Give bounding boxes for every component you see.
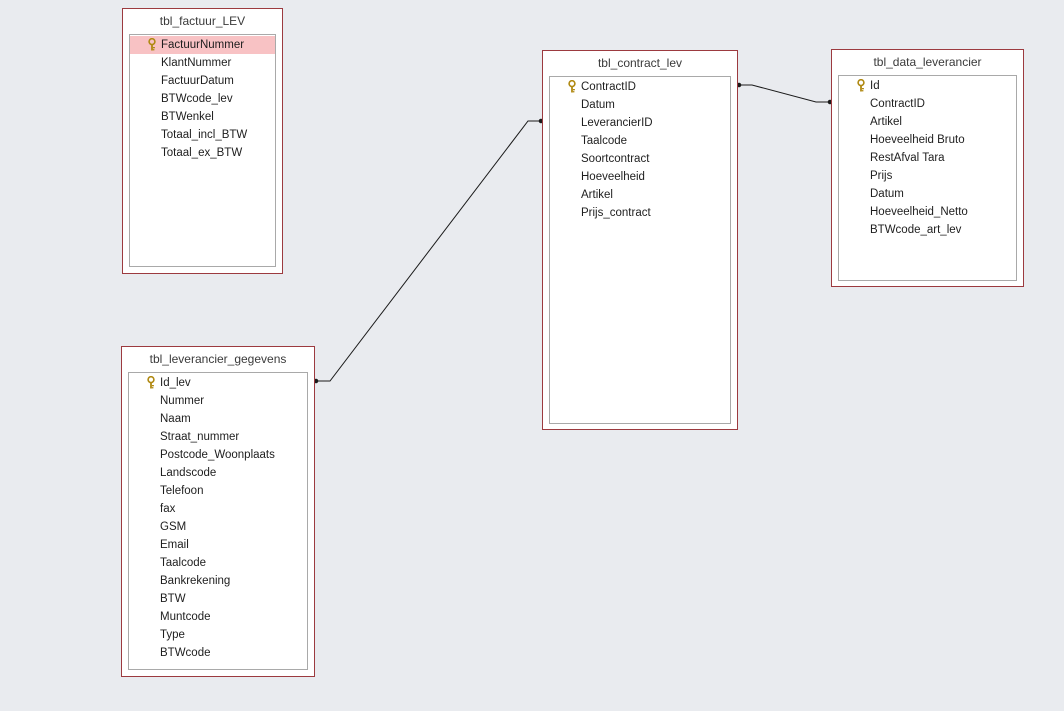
field-row-type[interactable]: Type xyxy=(129,626,307,644)
field-label: FactuurDatum xyxy=(161,75,234,87)
field-row-soortcontract[interactable]: Soortcontract xyxy=(550,150,730,168)
field-label: Totaal_incl_BTW xyxy=(161,129,248,141)
field-row-bankrekening[interactable]: Bankrekening xyxy=(129,572,307,590)
field-row-klantnummer[interactable]: KlantNummer xyxy=(130,54,275,72)
field-row-taalcode[interactable]: Taalcode xyxy=(129,554,307,572)
field-label: Telefoon xyxy=(160,485,204,497)
field-row-btwcode-art-lev[interactable]: BTWcode_art_lev xyxy=(839,221,1016,239)
field-row-contractid[interactable]: ContractID xyxy=(550,78,730,96)
field-label: Artikel xyxy=(870,116,902,128)
field-row-hoeveelheid-netto[interactable]: Hoeveelheid_Netto xyxy=(839,203,1016,221)
field-label: Hoeveelheid Bruto xyxy=(870,134,965,146)
field-row-hoeveelheid-bruto[interactable]: Hoeveelheid Bruto xyxy=(839,131,1016,149)
field-label: Bankrekening xyxy=(160,575,231,587)
field-label: LeverancierID xyxy=(581,117,653,129)
primary-key-icon xyxy=(147,376,155,389)
field-label: Type xyxy=(160,629,185,641)
field-label: BTWcode_art_lev xyxy=(870,224,962,236)
field-label: Postcode_Woonplaats xyxy=(160,449,275,461)
field-row-datum[interactable]: Datum xyxy=(839,185,1016,203)
field-label: BTWcode_lev xyxy=(161,93,233,105)
field-label: Muntcode xyxy=(160,611,211,623)
field-row-prijs[interactable]: Prijs xyxy=(839,167,1016,185)
field-label: Artikel xyxy=(581,189,613,201)
relationship-contract-data[interactable] xyxy=(736,82,833,105)
field-label: Id_lev xyxy=(160,377,191,389)
field-row-btwenkel[interactable]: BTWenkel xyxy=(130,108,275,126)
field-row-btwcode[interactable]: BTWcode xyxy=(129,644,307,662)
field-label: KlantNummer xyxy=(161,57,232,69)
table-tbl-leverancier-gegevens[interactable]: tbl_leverancier_gegevens Id_lev Nummer N… xyxy=(121,346,315,677)
field-row-artikel[interactable]: Artikel xyxy=(839,113,1016,131)
primary-key-icon xyxy=(568,80,576,93)
field-row-landscode[interactable]: Landscode xyxy=(129,464,307,482)
field-label: Prijs xyxy=(870,170,893,182)
field-label: BTWcode xyxy=(160,647,211,659)
field-row-nummer[interactable]: Nummer xyxy=(129,392,307,410)
field-label: Prijs_contract xyxy=(581,207,651,219)
field-label: ContractID xyxy=(870,98,925,110)
field-row-totaal-ex-btw[interactable]: Totaal_ex_BTW xyxy=(130,144,275,162)
field-list[interactable]: FactuurNummer KlantNummer FactuurDatum B… xyxy=(129,34,276,267)
field-label: ContractID xyxy=(581,81,636,93)
field-label: Datum xyxy=(581,99,615,111)
field-label: RestAfval Tara xyxy=(870,152,945,164)
table-tbl-contract-lev[interactable]: tbl_contract_lev ContractID Datum Levera… xyxy=(542,50,738,430)
field-label: Straat_nummer xyxy=(160,431,240,443)
primary-key-icon xyxy=(148,38,156,51)
table-title[interactable]: tbl_data_leverancier xyxy=(873,55,982,69)
field-row-id[interactable]: Id xyxy=(839,77,1016,95)
field-row-datum[interactable]: Datum xyxy=(550,96,730,114)
field-label: BTWenkel xyxy=(161,111,214,123)
field-label: Nummer xyxy=(160,395,205,407)
field-row-restafval-tara[interactable]: RestAfval Tara xyxy=(839,149,1016,167)
field-row-factuurdatum[interactable]: FactuurDatum xyxy=(130,72,275,90)
field-row-telefoon[interactable]: Telefoon xyxy=(129,482,307,500)
field-label: Hoeveelheid xyxy=(581,171,645,183)
field-label: BTW xyxy=(160,593,186,605)
field-label: fax xyxy=(160,503,176,515)
relationship-leverancier-contract[interactable] xyxy=(313,118,544,384)
field-list[interactable]: ContractID Datum LeverancierID Taalcode … xyxy=(549,76,731,424)
field-label: Email xyxy=(160,539,189,551)
field-label: Id xyxy=(870,80,880,92)
field-row-btwcode-lev[interactable]: BTWcode_lev xyxy=(130,90,275,108)
table-tbl-factuur-lev[interactable]: tbl_factuur_LEV FactuurNummer KlantNumme… xyxy=(122,8,283,274)
field-label: Datum xyxy=(870,188,904,200)
field-label: Hoeveelheid_Netto xyxy=(870,206,968,218)
field-row-artikel[interactable]: Artikel xyxy=(550,186,730,204)
table-tbl-data-leverancier[interactable]: tbl_data_leverancier Id ContractID Artik… xyxy=(831,49,1024,287)
primary-key-icon xyxy=(857,79,865,92)
field-row-fax[interactable]: fax xyxy=(129,500,307,518)
field-row-postcode-woonplaats[interactable]: Postcode_Woonplaats xyxy=(129,446,307,464)
field-row-taalcode[interactable]: Taalcode xyxy=(550,132,730,150)
field-row-email[interactable]: Email xyxy=(129,536,307,554)
field-row-gsm[interactable]: GSM xyxy=(129,518,307,536)
field-label: GSM xyxy=(160,521,187,533)
field-row-straat-nummer[interactable]: Straat_nummer xyxy=(129,428,307,446)
field-row-id-lev[interactable]: Id_lev xyxy=(129,374,307,392)
field-label: Soortcontract xyxy=(581,153,650,165)
field-row-factuurnummer[interactable]: FactuurNummer xyxy=(130,36,275,54)
field-row-leverancierid[interactable]: LeverancierID xyxy=(550,114,730,132)
field-row-muntcode[interactable]: Muntcode xyxy=(129,608,307,626)
field-label: Totaal_ex_BTW xyxy=(161,147,243,159)
field-row-hoeveelheid[interactable]: Hoeveelheid xyxy=(550,168,730,186)
table-title[interactable]: tbl_contract_lev xyxy=(597,56,683,70)
field-list[interactable]: Id ContractID Artikel Hoeveelheid Bruto … xyxy=(838,75,1017,281)
field-row-naam[interactable]: Naam xyxy=(129,410,307,428)
field-label: FactuurNummer xyxy=(161,39,245,51)
field-label: Landscode xyxy=(160,467,217,479)
field-row-btw[interactable]: BTW xyxy=(129,590,307,608)
table-title[interactable]: tbl_factuur_LEV xyxy=(159,14,246,28)
field-label: Taalcode xyxy=(160,557,207,569)
field-label: Taalcode xyxy=(581,135,628,147)
field-label: Naam xyxy=(160,413,191,425)
field-row-contractid[interactable]: ContractID xyxy=(839,95,1016,113)
field-row-totaal-incl-btw[interactable]: Totaal_incl_BTW xyxy=(130,126,275,144)
table-title[interactable]: tbl_leverancier_gegevens xyxy=(149,352,287,366)
field-row-prijs-contract[interactable]: Prijs_contract xyxy=(550,204,730,222)
field-list[interactable]: Id_lev Nummer Naam Straat_nummer Postcod… xyxy=(128,372,308,670)
